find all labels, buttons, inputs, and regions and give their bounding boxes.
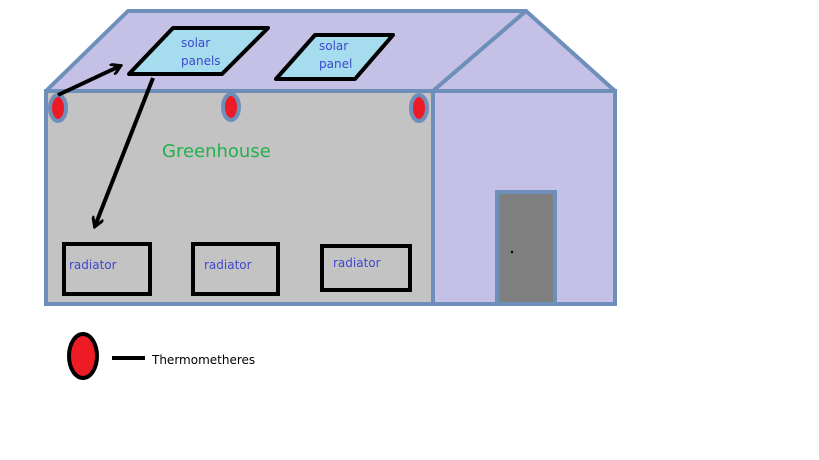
thermometer-icon bbox=[221, 92, 241, 122]
radiator-3 bbox=[320, 244, 412, 292]
thermometer-icon bbox=[48, 93, 68, 123]
door bbox=[495, 190, 557, 306]
greenhouse-wall bbox=[44, 89, 435, 306]
radiator-2-label: radiator bbox=[204, 258, 252, 272]
door-knob-icon bbox=[510, 250, 514, 254]
legend-label: Thermometheres bbox=[151, 353, 255, 367]
radiator-1-label: radiator bbox=[69, 258, 117, 272]
radiator-1 bbox=[62, 242, 152, 296]
solar-panel-1-label-line1: solar bbox=[181, 36, 210, 50]
radiator-3-label: radiator bbox=[333, 256, 381, 270]
thermometer-icon bbox=[409, 93, 429, 123]
solar-panel-2-label-line2: panel bbox=[319, 57, 352, 71]
radiator-2 bbox=[191, 242, 280, 296]
arrow-panel-to-radiator bbox=[95, 77, 155, 226]
legend-thermometer-icon bbox=[67, 332, 99, 380]
solar-panel-1 bbox=[127, 26, 270, 76]
arrow-thermometer-to-panel bbox=[57, 66, 120, 97]
solar-panel-2-label-line1: solar bbox=[319, 39, 348, 53]
greenhouse-label: Greenhouse bbox=[162, 141, 271, 162]
solar-panel-2 bbox=[274, 33, 395, 81]
solar-panel-1-label-line2: panels bbox=[181, 54, 221, 68]
